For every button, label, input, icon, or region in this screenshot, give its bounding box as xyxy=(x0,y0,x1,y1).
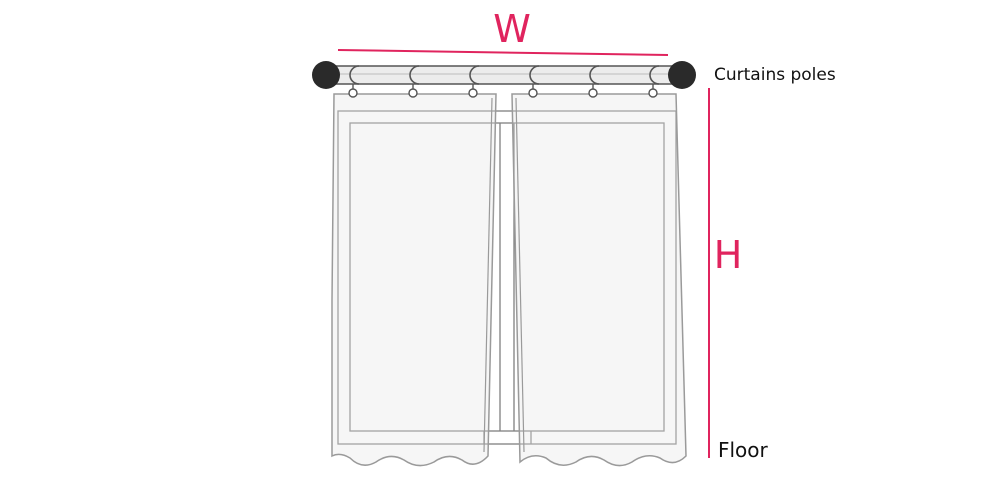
curtain-ring-icon xyxy=(529,65,540,85)
curtain-clip-icon xyxy=(528,88,538,98)
right-curtain-panel xyxy=(511,93,687,467)
curtain-ring-icon xyxy=(469,65,480,85)
window-frame xyxy=(337,110,677,445)
width-label: W xyxy=(493,7,531,51)
floor-label: Floor xyxy=(718,438,769,462)
right-finial xyxy=(668,61,696,89)
curtain-pole xyxy=(325,65,683,85)
curtain-clip-icon xyxy=(468,88,478,98)
curtain-clip-icon xyxy=(348,88,358,98)
width-dimension-line xyxy=(337,49,669,56)
left-curtain-fold xyxy=(483,97,493,453)
curtain-ring-icon xyxy=(649,65,660,85)
curtain-clip-icon xyxy=(648,88,658,98)
left-finial xyxy=(312,61,340,89)
height-label: H xyxy=(714,233,743,277)
right-curtain-fold xyxy=(515,97,525,453)
curtain-rings xyxy=(348,65,660,98)
curtain-clip-icon xyxy=(408,88,418,98)
curtain-pole-label: Curtains poles xyxy=(714,65,836,85)
curtain-ring-icon xyxy=(589,65,600,85)
curtain-ring-icon xyxy=(349,65,360,85)
left-curtain-panel xyxy=(331,93,497,467)
curtain-ring-icon xyxy=(409,65,420,85)
curtain-clip-icon xyxy=(588,88,598,98)
